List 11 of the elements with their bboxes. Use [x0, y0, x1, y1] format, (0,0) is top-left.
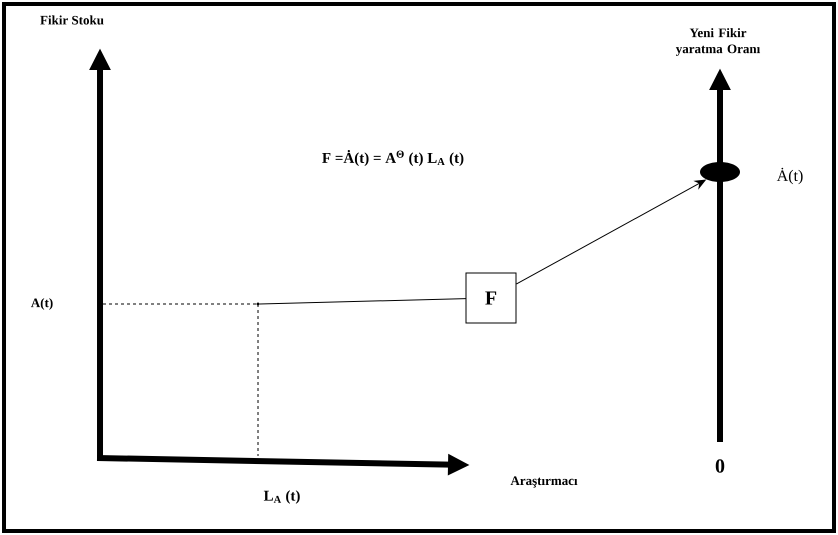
axis-label: Fikir Stoku — [40, 15, 104, 25]
tick-label: L$_{A}$ (t) — [264, 490, 300, 504]
axis-label: Yeni Fikir yaratma Oranı — [676, 28, 760, 56]
line-point — [256, 302, 260, 306]
ellipse-marker — [700, 162, 740, 182]
formula-text: F =Ȧ(t) = A$^{Θ}$ (t) L$_{A}$ (t) — [322, 150, 464, 166]
process-box: F — [466, 272, 516, 324]
axis-label: Araştırmacı — [510, 476, 578, 488]
tick-label: A(t) — [30, 298, 53, 310]
origin-label: 0 — [716, 459, 724, 473]
point-label: Ȧ(t) — [776, 168, 803, 184]
